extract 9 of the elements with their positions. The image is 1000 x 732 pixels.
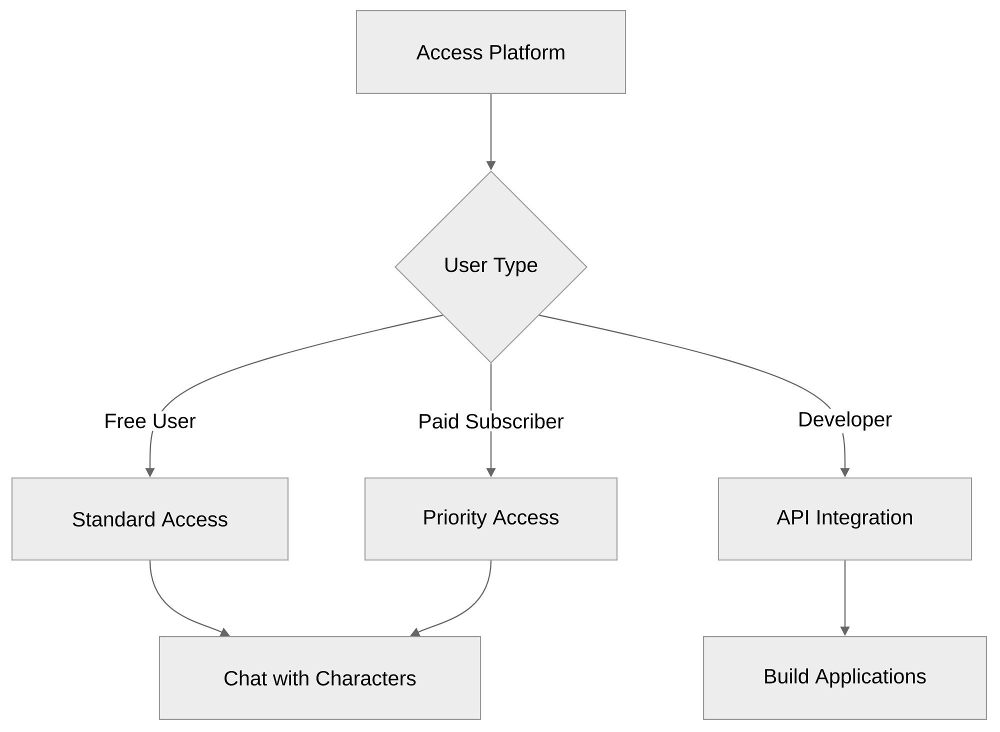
edge-label: Paid Subscriber — [415, 410, 567, 432]
edge-label: Developer — [795, 408, 895, 434]
process-box: Standard Access — [11, 477, 289, 561]
process-box: Build Applications — [703, 636, 987, 720]
process-box: Priority Access — [364, 477, 618, 561]
process-box: API Integration — [718, 477, 972, 561]
process-box: Chat with Characters — [158, 636, 482, 720]
edge-label: Free User — [101, 411, 199, 431]
process-box: Access Platform — [356, 10, 626, 94]
